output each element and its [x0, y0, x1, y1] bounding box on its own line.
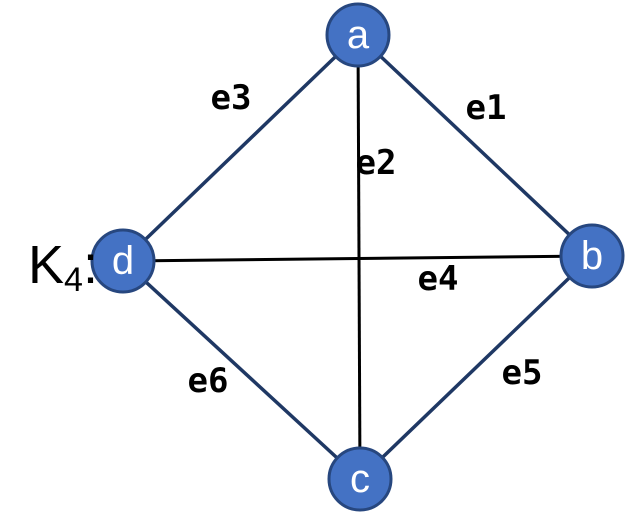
edge-label-e1: e1 — [466, 88, 507, 128]
node-b — [559, 223, 625, 289]
node-label-d: d — [112, 239, 134, 283]
node-a — [325, 2, 391, 68]
node-label-b: b — [581, 234, 603, 278]
edge-label-e3: e3 — [211, 78, 252, 118]
edge-label-e6: e6 — [188, 361, 229, 401]
node-label-a: a — [347, 13, 370, 57]
edge-label-e4: e4 — [418, 259, 459, 299]
graph-name-label: K4: — [28, 238, 98, 297]
edge-label-e5: e5 — [502, 353, 543, 393]
node-c — [327, 446, 393, 512]
edge-label-e2: e2 — [356, 143, 397, 183]
edge-e4 — [122, 254, 593, 263]
graph-name-subscript: 4 — [64, 261, 83, 299]
edge-e1 — [356, 33, 594, 258]
node-d — [90, 228, 156, 294]
graph-name-base: K — [28, 235, 65, 295]
edge-e6 — [121, 259, 362, 481]
graph-name-colon: : — [82, 235, 98, 295]
edge-e5 — [358, 254, 594, 481]
edge-e3 — [121, 33, 360, 263]
node-label-c: c — [350, 457, 370, 501]
